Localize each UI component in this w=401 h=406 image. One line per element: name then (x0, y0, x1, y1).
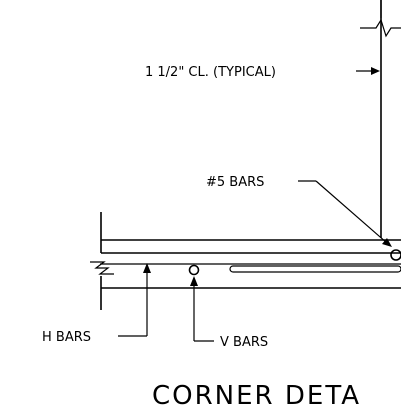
v-bars-leader (190, 276, 214, 342)
v-bar-circle (188, 264, 200, 276)
v-bars-callout: V BARS (220, 335, 268, 350)
h-bars-callout: H BARS (42, 330, 91, 345)
top-bar-callout: #5 BARS (206, 175, 264, 190)
slab-outline (90, 212, 401, 310)
clear-cover-leader (356, 67, 380, 75)
clear-cover-note: 1 1/2" CL. (TYPICAL) (145, 65, 276, 80)
detail-title: CORNER DETA (152, 381, 361, 406)
h-bars-leader (118, 263, 151, 337)
top-bar-leader (298, 180, 392, 247)
h-bar (100, 263, 401, 273)
corner-bar-circle (390, 249, 401, 261)
vertical-wall (360, 0, 401, 238)
